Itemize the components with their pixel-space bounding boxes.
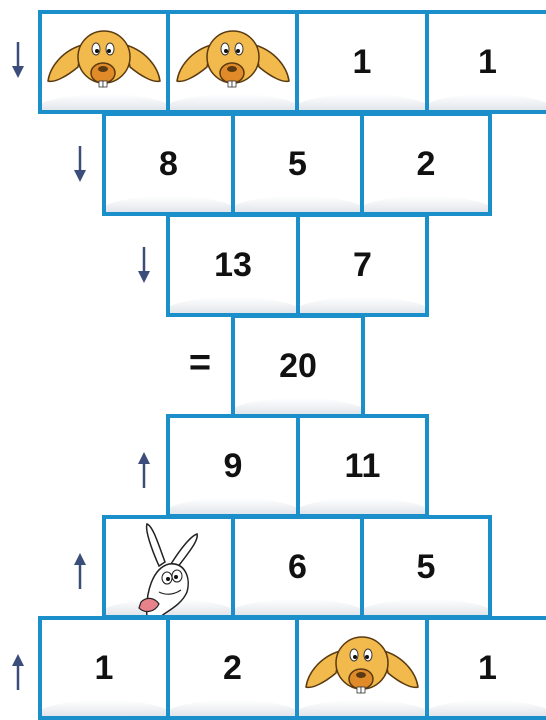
cell: [38, 10, 170, 114]
cell: 1: [425, 616, 546, 720]
cell: 1: [295, 10, 429, 114]
arrow-up-icon: [8, 652, 28, 692]
pyramid-row-result: = 20: [0, 314, 546, 414]
cell: 6: [231, 515, 364, 619]
cell: 13: [166, 213, 300, 317]
cell-number: 6: [288, 548, 307, 587]
cell: 8: [102, 112, 235, 216]
cell: 2: [360, 112, 492, 216]
arrow-up-icon: [70, 551, 90, 591]
cell-number: 20: [279, 347, 317, 386]
pyramid-row-7: 1 2 1: [0, 616, 546, 716]
cell: 7: [296, 213, 429, 317]
cell-number: 2: [223, 649, 242, 688]
cell-number: 8: [159, 145, 178, 184]
cell-number: 1: [95, 649, 114, 688]
cell: 1: [425, 10, 546, 114]
pyramid-row-5: 9 11: [0, 414, 546, 514]
equals-sign: =: [180, 342, 220, 385]
arrow-up-icon: [134, 450, 154, 490]
cell-number: 2: [417, 145, 436, 184]
cell: [295, 616, 429, 720]
cell: 9: [166, 414, 300, 518]
cell-number: 1: [353, 43, 372, 82]
cell: 2: [166, 616, 299, 720]
cell-number: 5: [288, 145, 307, 184]
cell-number: 7: [353, 246, 372, 285]
cell: [102, 515, 235, 619]
cell: [166, 10, 299, 114]
arrow-down-icon: [8, 40, 28, 80]
dog-icon: [302, 623, 422, 713]
cell: 11: [296, 414, 429, 518]
cell-number: 9: [224, 447, 243, 486]
cell: 5: [231, 112, 364, 216]
pyramid-row-3: 13 7: [0, 213, 546, 313]
pyramid-row-1: 1 1: [0, 10, 546, 110]
dog-icon: [44, 17, 164, 107]
rabbit-icon: [119, 522, 219, 618]
cell-number: 1: [478, 43, 497, 82]
cell: 1: [38, 616, 170, 720]
cell: 5: [360, 515, 492, 619]
cell-number: 11: [345, 447, 381, 486]
cell-number: 5: [417, 548, 436, 587]
arrow-down-icon: [134, 245, 154, 285]
cell-number: 13: [214, 246, 252, 285]
result-cell: 20: [231, 314, 365, 418]
pyramid-row-2: 8 5 2: [0, 112, 546, 212]
pyramid-row-6: 6 5: [0, 515, 546, 615]
dog-icon: [173, 17, 293, 107]
arrow-down-icon: [70, 144, 90, 184]
cell-number: 1: [478, 649, 497, 688]
